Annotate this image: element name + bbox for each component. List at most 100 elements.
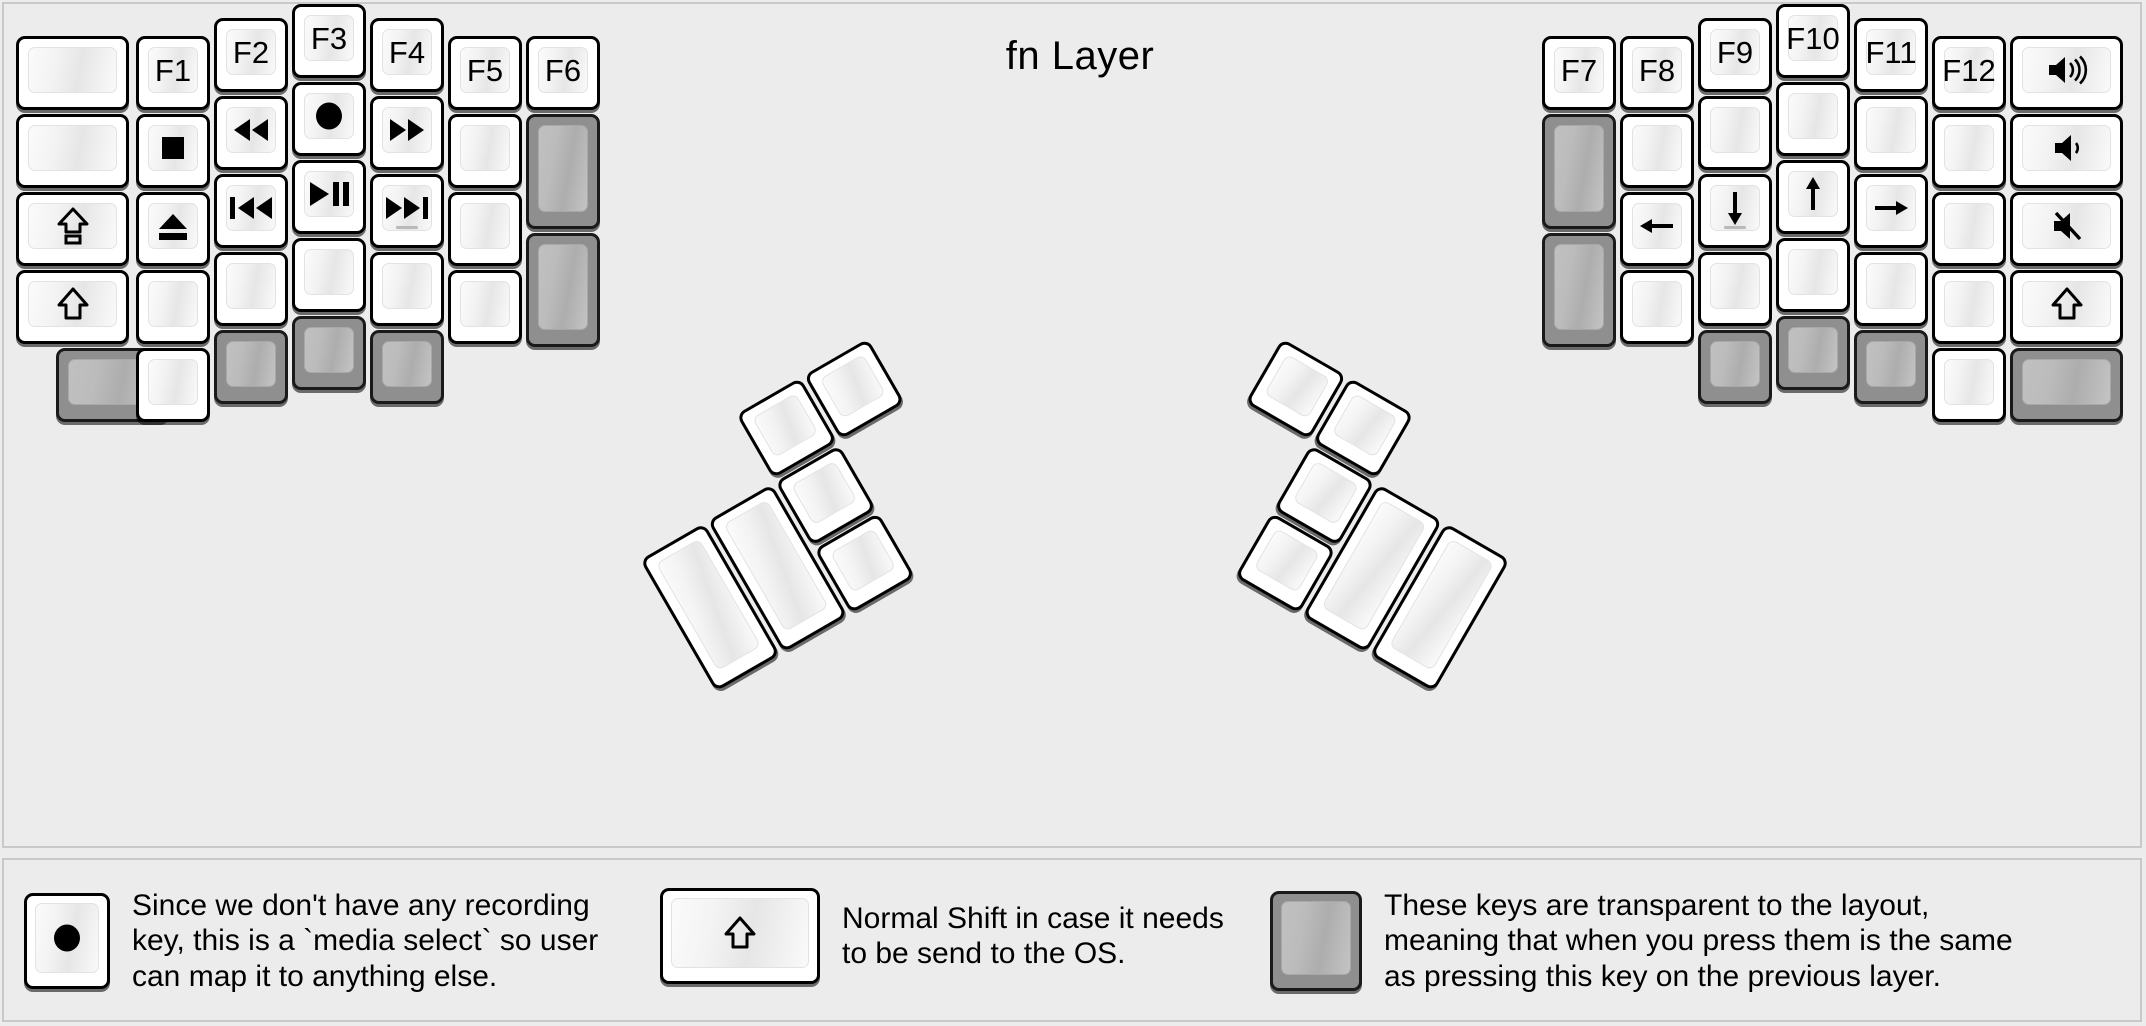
key-blank-key[interactable] (1620, 114, 1694, 188)
key-key-f8[interactable]: F8 (1620, 36, 1694, 110)
legend-description: Normal Shift in case it needs to be send… (842, 901, 1224, 970)
keycap-surface: F3 (304, 15, 354, 61)
key-blank-key[interactable] (1776, 238, 1850, 312)
key-blank-key[interactable] (1932, 348, 2006, 422)
stop-icon[interactable] (136, 114, 210, 188)
homing-bump (396, 226, 418, 229)
key-key-f5[interactable]: F5 (448, 36, 522, 110)
keycap-surface (304, 93, 354, 139)
key-key-f7[interactable]: F7 (1542, 36, 1616, 110)
arrow-up-icon (1799, 175, 1827, 213)
mute-icon[interactable] (2010, 192, 2123, 266)
key-blank-key[interactable] (1932, 114, 2006, 188)
arrow-right-icon[interactable] (1854, 174, 1928, 248)
key-key-f4[interactable]: F4 (370, 18, 444, 92)
key-key-f6[interactable]: F6 (526, 36, 600, 110)
key-blank-key[interactable] (1776, 82, 1850, 156)
keycap-surface (1710, 341, 1760, 387)
key-blank-key[interactable] (448, 270, 522, 344)
arrow-down-icon[interactable] (1698, 174, 1772, 248)
shift-icon[interactable] (2010, 270, 2123, 344)
key-key-f9[interactable]: F9 (1698, 18, 1772, 92)
volume-up-icon[interactable] (2010, 36, 2123, 110)
key-transparent-key[interactable] (1698, 330, 1772, 404)
previous-track-icon[interactable] (214, 174, 288, 248)
key-blank-key[interactable] (1698, 96, 1772, 170)
key-key-f12[interactable]: F12 (1932, 36, 2006, 110)
key-blank-key[interactable] (214, 252, 288, 326)
key-blank-key[interactable] (1932, 192, 2006, 266)
keycap-surface (28, 47, 117, 93)
key-blank-key[interactable] (1698, 252, 1772, 326)
keycap-surface (460, 203, 510, 249)
keycap-surface (1632, 125, 1682, 171)
keycap-surface (148, 359, 198, 405)
rewind-icon[interactable] (214, 96, 288, 170)
key-blank-key[interactable] (16, 114, 129, 188)
keycap-surface (304, 171, 354, 217)
key-blank-key[interactable] (370, 252, 444, 326)
key-blank-key[interactable] (16, 36, 129, 110)
keycap-surface (1944, 359, 1994, 405)
keycap-surface (1710, 263, 1760, 309)
key-transparent-key[interactable] (1542, 114, 1616, 229)
legend-transparent-key (1270, 891, 1362, 992)
keycap-surface (1710, 107, 1760, 153)
mute-icon (2050, 210, 2084, 242)
key-transparent-key[interactable] (292, 316, 366, 390)
next-track-icon[interactable] (370, 174, 444, 248)
key-label: F4 (388, 34, 426, 70)
keycap-surface (148, 203, 198, 249)
legend-item: Normal Shift in case it needs to be send… (660, 888, 1262, 984)
keycap-surface (2022, 281, 2111, 327)
key-key-f2[interactable]: F2 (214, 18, 288, 92)
keycap-surface (1710, 185, 1760, 231)
key-blank-key[interactable] (448, 192, 522, 266)
keycap-surface (460, 281, 510, 327)
keycap-surface (382, 185, 432, 231)
key-label: F3 (310, 20, 348, 56)
keycap-surface (2022, 47, 2111, 93)
record-icon[interactable] (292, 82, 366, 156)
keycap-surface (1788, 327, 1838, 373)
keycap-surface (1253, 528, 1321, 593)
key-key-f10[interactable]: F10 (1776, 4, 1850, 78)
key-blank-key[interactable] (1620, 270, 1694, 344)
key-blank-key[interactable] (292, 238, 366, 312)
key-blank-key[interactable] (1854, 96, 1928, 170)
keycap-surface (28, 281, 117, 327)
key-transparent-key[interactable] (1542, 232, 1616, 348)
play-pause-icon[interactable] (292, 160, 366, 234)
key-transparent-key[interactable] (1776, 316, 1850, 390)
fast-forward-icon (387, 116, 427, 144)
key-blank-key[interactable] (1932, 270, 2006, 344)
eject-icon[interactable] (136, 192, 210, 266)
shift-icon[interactable] (16, 270, 129, 344)
caps-lock-icon[interactable] (16, 192, 129, 266)
key-transparent-key[interactable] (526, 232, 600, 348)
key-blank-key[interactable] (136, 348, 210, 422)
keycap-surface (1632, 281, 1682, 327)
key-transparent-key[interactable] (370, 330, 444, 404)
key-label: F9 (1716, 34, 1754, 70)
key-transparent-key[interactable] (2010, 348, 2123, 422)
key-key-f1[interactable]: F1 (136, 36, 210, 110)
keycap-surface (819, 353, 886, 419)
keycap-surface (829, 528, 897, 593)
keycap-surface (382, 107, 432, 153)
key-blank-key[interactable] (136, 270, 210, 344)
legend-description: These keys are transparent to the layout… (1384, 889, 2013, 993)
arrow-up-icon[interactable] (1776, 160, 1850, 234)
fast-forward-icon[interactable] (370, 96, 444, 170)
key-transparent-key[interactable] (526, 114, 600, 229)
arrow-left-icon[interactable] (1620, 192, 1694, 266)
key-key-f11[interactable]: F11 (1854, 18, 1928, 92)
volume-down-icon[interactable] (2010, 114, 2123, 188)
key-blank-key[interactable] (1854, 252, 1928, 326)
key-key-f3[interactable]: F3 (292, 4, 366, 78)
key-transparent-key[interactable] (1854, 330, 1928, 404)
stop-icon (158, 133, 188, 163)
key-transparent-key[interactable] (214, 330, 288, 404)
keycap-surface (2022, 203, 2111, 249)
key-blank-key[interactable] (448, 114, 522, 188)
